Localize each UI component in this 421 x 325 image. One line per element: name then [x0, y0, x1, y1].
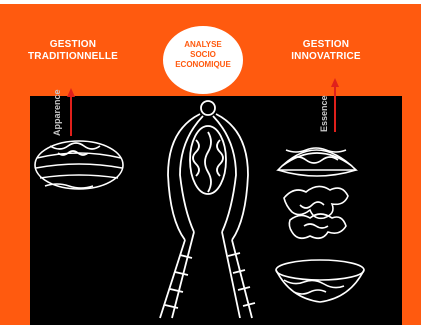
heading-innovative-line2: INNOVATRICE — [291, 51, 361, 62]
arrow-up-icon-left — [67, 88, 75, 136]
walnut-shell-bottom-icon — [275, 259, 365, 303]
circle-line2: SOCIO — [190, 50, 216, 59]
label-essence: Essence — [319, 95, 329, 132]
heading-traditional-line1: GESTION — [49, 39, 97, 50]
top-strip — [0, 0, 421, 4]
walnut-whole-icon — [34, 140, 124, 190]
walnut-half-shell-icon — [276, 147, 358, 177]
circle-line3: ECONOMIQUE — [175, 60, 231, 69]
analysis-circle-text: ANALYSE SOCIO ECONOMIQUE — [163, 40, 243, 70]
heading-traditional-line2: TRADITIONNELLE — [27, 51, 119, 62]
arrow-up-icon-right — [331, 78, 339, 132]
heading-innovative-line1: GESTION — [302, 39, 350, 50]
circle-line1: ANALYSE — [184, 40, 222, 49]
heading-innovative: GESTION INNOVATRICE — [267, 39, 385, 63]
heading-traditional: GESTION TRADITIONNELLE — [14, 39, 132, 63]
label-apparence: Apparence — [52, 89, 62, 136]
nutcracker-icon — [159, 100, 256, 319]
walnut-kernel-icon — [283, 185, 349, 240]
analysis-circle: ANALYSE SOCIO ECONOMIQUE — [161, 24, 245, 96]
